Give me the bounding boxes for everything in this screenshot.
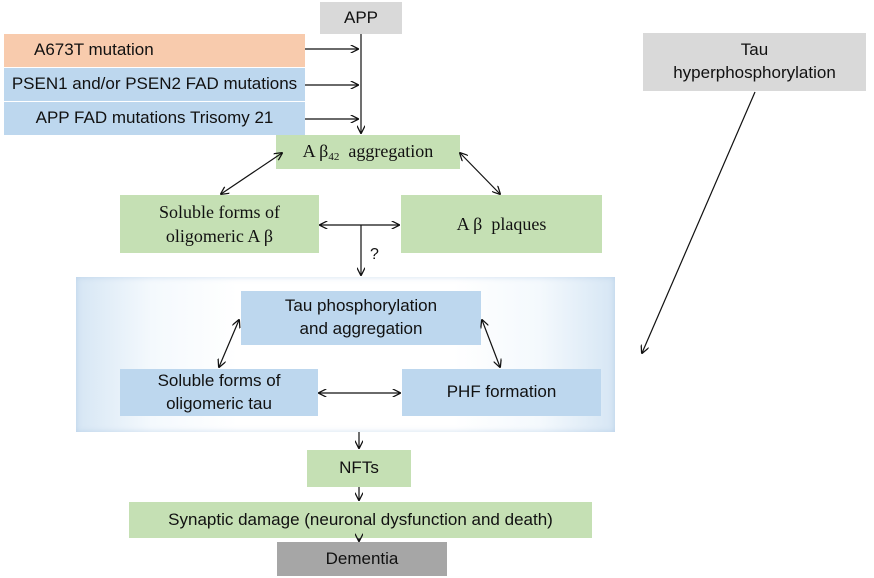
- nfts-label: NFTs: [339, 458, 379, 478]
- tau-hyperphosphorylation-label: Tau hyperphosphorylation: [673, 39, 836, 85]
- soluble-oligomeric-tau-label: Soluble forms of oligomeric tau: [158, 370, 281, 416]
- tau-hyperphosphorylation-node: Tau hyperphosphorylation: [643, 33, 866, 91]
- app-label: APP: [343, 7, 379, 27]
- tau-hyper-line2: hyperphosphorylation: [673, 63, 836, 82]
- arrow-tau-hyper-to-panel: [642, 91, 756, 353]
- app-fad-label: APP FAD mutations Trisomy 21: [35, 108, 274, 128]
- tau-phosphorylation-aggregation-node: Tau phosphorylation and aggregation: [241, 291, 481, 345]
- uncertain-link-question-mark: ?: [370, 246, 379, 263]
- a673t-mutation-node: A673T mutation: [4, 34, 305, 67]
- soluble-tau-line1: Soluble forms of: [157, 370, 281, 390]
- soluble-oligomeric-tau-node: Soluble forms of oligomeric tau: [120, 369, 318, 416]
- arrow-abeta42-soluble-abeta: [221, 153, 282, 194]
- app-fad-trisomy-node: APP FAD mutations Trisomy 21: [4, 102, 305, 135]
- synaptic-damage-node: Synaptic damage (neuronal dysfunction an…: [129, 502, 592, 538]
- a673t-label: A673T mutation: [34, 40, 154, 60]
- arrow-tau-phos-phf: [482, 320, 500, 367]
- soluble-abeta-line2: oligomeric A β: [165, 226, 274, 246]
- nfts-node: NFTs: [307, 450, 411, 487]
- app-node: APP: [320, 2, 402, 34]
- dementia-node: Dementia: [277, 542, 447, 576]
- dementia-label: Dementia: [325, 548, 399, 568]
- tau-phosphorylation-label: Tau phosphorylation and aggregation: [285, 295, 437, 341]
- arrow-abeta42-plaques: [460, 153, 500, 194]
- abeta42-aggregation-node: A β42 aggregation: [276, 135, 460, 169]
- tau-phos-line1: Tau phosphorylation: [284, 296, 438, 316]
- abeta-plaques-label: A β plaques: [456, 213, 547, 234]
- abeta42-aggregation-label: A β42 aggregation: [303, 139, 434, 165]
- abeta-symbol: A β: [302, 141, 329, 162]
- soluble-abeta-line1: Soluble forms of: [159, 201, 280, 222]
- abeta-subscript-42: 42: [328, 151, 340, 164]
- psen-label: PSEN1 and/or PSEN2 FAD mutations: [11, 74, 298, 94]
- synaptic-damage-label: Synaptic damage (neuronal dysfunction an…: [168, 509, 553, 529]
- psen-mutations-node: PSEN1 and/or PSEN2 FAD mutations: [4, 68, 305, 101]
- soluble-oligomeric-abeta-node: Soluble forms of oligomeric A β: [120, 195, 319, 253]
- aggregation-word: aggregation: [348, 141, 434, 162]
- tau-hyper-line1: Tau: [740, 40, 769, 60]
- soluble-oligomeric-abeta-label: Soluble forms of oligomeric A β: [159, 200, 280, 249]
- abeta-plaques-node: A β plaques: [401, 195, 602, 253]
- tau-phos-line2: and aggregation: [299, 319, 423, 338]
- soluble-tau-line2: oligomeric tau: [166, 393, 272, 413]
- phf-formation-label: PHF formation: [446, 382, 557, 402]
- phf-formation-node: PHF formation: [402, 369, 601, 416]
- arrow-tau-phos-soluble-tau: [219, 320, 239, 367]
